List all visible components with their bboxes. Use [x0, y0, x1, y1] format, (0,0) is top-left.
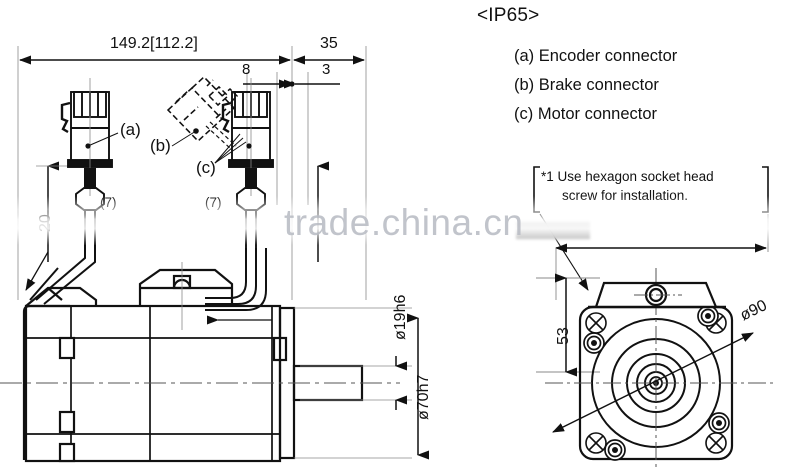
- dim-label-flange-length: 35: [320, 35, 338, 52]
- brake-connector-b-latch: [206, 79, 239, 103]
- brake-dashed-leads: [205, 121, 237, 151]
- motor-mount-notches: [58, 336, 288, 463]
- leader-lines-c: [214, 133, 247, 164]
- terminal-box-side: [138, 268, 234, 306]
- cable-strain-relief-c: [236, 187, 266, 248]
- cable-bundle-right: [205, 248, 267, 311]
- note-line-2: screw for installation.: [562, 188, 689, 203]
- callout-brake-b: (b): [150, 136, 171, 155]
- legend-item-motor: (c) Motor connector: [514, 105, 658, 123]
- dim-label-overall-length: 149.2[112.2]: [110, 35, 198, 52]
- note-leader: [539, 213, 589, 291]
- legend-heading: <IP65>: [477, 5, 540, 26]
- callout-encoder-a: (a): [120, 120, 141, 139]
- brake-connector-b: [166, 75, 236, 143]
- callout-cable-len-left: (7): [100, 195, 117, 210]
- dim-origin-dot: [289, 81, 295, 87]
- dim-flange-diameter: [552, 332, 754, 433]
- dim-label-connector-offset: 8: [242, 61, 251, 78]
- motor-connector-c: [221, 91, 274, 168]
- note-line-1: *1 Use hexagon socket head: [541, 169, 714, 184]
- dim-label-shaft-diameter: ø19h6: [392, 294, 409, 340]
- dim-label-box-height: 53: [555, 327, 572, 345]
- callout-cable-len-right: (7): [205, 195, 222, 210]
- leader-dot-c: [246, 143, 252, 149]
- callout-motor-c: (c): [196, 158, 216, 177]
- legend-item-encoder: (a) Encoder connector: [514, 47, 678, 65]
- extension-lines-dia: [294, 307, 412, 459]
- cable-entry-bracket: [25, 286, 98, 307]
- leader-cable-entry: [25, 251, 49, 291]
- dim-label-step: 3: [322, 61, 331, 78]
- encoder-connector-a: [60, 91, 113, 168]
- cable-bundle-left: [29, 245, 96, 305]
- dim-label-pilot-diameter: ø70h7: [415, 374, 432, 420]
- dim-label-cable-height: 20: [37, 214, 54, 232]
- terminal-box-front: [588, 281, 726, 309]
- legend-item-brake: (b) Brake connector: [514, 76, 659, 94]
